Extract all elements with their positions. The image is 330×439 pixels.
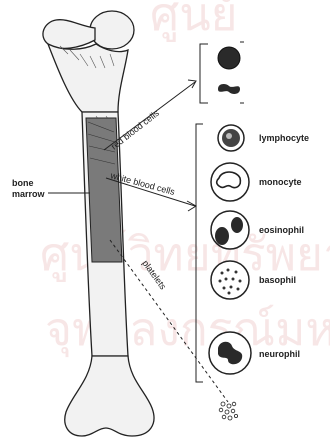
basophil-label: basophil [259,275,296,285]
bone-marrow-label-line1: bone [12,178,34,188]
red-cells-bracket-ticks [240,42,244,103]
red-cell-face-view [218,47,240,69]
red-cells-group [200,42,244,103]
lymphocyte-cell: lymphocyte [218,125,309,151]
eosinophil-label: eosinophil [259,225,304,235]
bone-marrow-label: bone marrow [12,178,90,199]
bone-distal [65,356,154,436]
svg-text:ศูนย์วิทยทรัพยากร: ศูนย์วิทยทรัพยากร [40,227,330,282]
lymphocyte-label: lymphocyte [259,133,309,143]
bone-trochanter [43,20,95,49]
monocyte-cell: monocyte [211,163,302,201]
red-cells-bracket [200,44,208,103]
bone-head [90,11,134,49]
svg-text:ศูนย์: ศูนย์ [150,0,238,42]
bone-marrow-label-line2: marrow [12,189,46,199]
bone-proximal [48,44,128,112]
platelets-cluster [219,402,237,420]
neurophil-label: neurophil [259,349,300,359]
monocyte-label: monocyte [259,177,302,187]
red-cell-side-view [218,84,240,94]
